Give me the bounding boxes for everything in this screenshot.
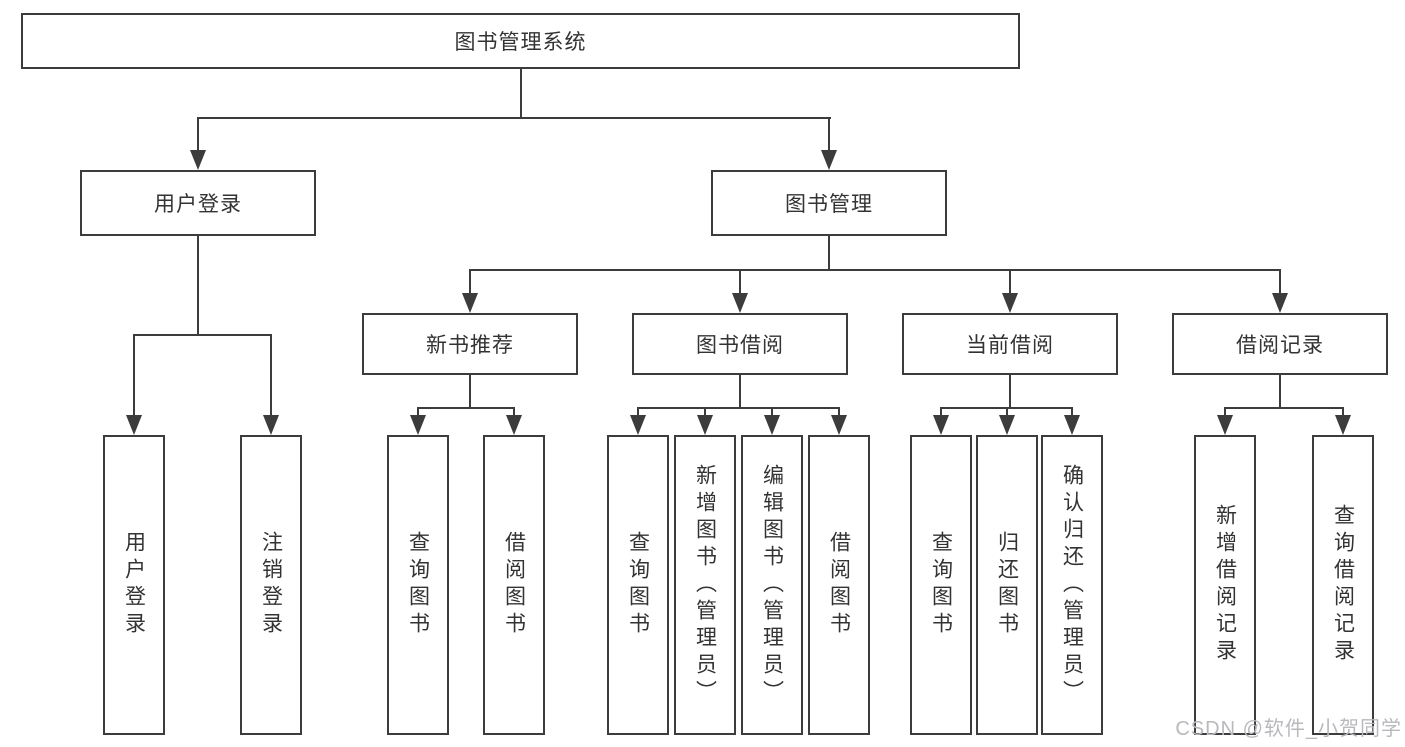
connector-line <box>1009 375 1011 409</box>
connector-line <box>1224 407 1344 409</box>
node-current-borrowing: 当前借阅 <box>902 313 1118 375</box>
connector-arrowhead <box>1002 293 1018 313</box>
leaf-search-books-borrowing: 查询图书 <box>607 435 669 735</box>
leaf-borrow-books-borrowing: 借阅图书 <box>808 435 870 735</box>
connector-arrowhead <box>732 293 748 313</box>
node-label: 图书管理系统 <box>454 31 587 54</box>
node-label: 借阅图书 <box>827 531 851 639</box>
connector-line <box>828 117 830 152</box>
connector-arrowhead <box>190 150 206 170</box>
connector-line <box>133 334 135 417</box>
connector-line <box>197 117 831 119</box>
connector-line <box>270 334 272 417</box>
connector-arrowhead <box>697 415 713 435</box>
leaf-search-books-recommend: 查询图书 <box>387 435 449 735</box>
node-user-login: 用户登录 <box>80 170 316 236</box>
node-label: 确认归还（管理员） <box>1060 463 1084 707</box>
node-borrowing-records: 借阅记录 <box>1172 313 1388 375</box>
connector-line <box>1342 407 1344 417</box>
leaf-edit-book-admin: 编辑图书（管理员） <box>741 435 803 735</box>
connector-line <box>1006 407 1008 417</box>
leaf-confirm-return-admin: 确认归还（管理员） <box>1041 435 1103 735</box>
connector-arrowhead <box>263 415 279 435</box>
connector-line <box>704 407 706 417</box>
node-label: 当前借阅 <box>966 334 1054 357</box>
node-label: 查询图书 <box>929 531 953 639</box>
leaf-user-login: 用户登录 <box>103 435 165 735</box>
connector-line <box>513 407 515 417</box>
node-label: 归还图书 <box>995 531 1019 639</box>
leaf-borrow-books-recommend: 借阅图书 <box>483 435 545 735</box>
connector-line <box>828 236 830 271</box>
connector-line <box>1279 375 1281 409</box>
connector-line <box>1071 407 1073 417</box>
connector-line <box>739 269 741 295</box>
node-library-management-system: 图书管理系统 <box>21 13 1020 69</box>
connector-line <box>417 407 515 409</box>
node-label: 图书管理 <box>785 193 873 216</box>
node-book-borrowing: 图书借阅 <box>632 313 848 375</box>
connector-arrowhead <box>764 415 780 435</box>
connector-line <box>520 69 522 119</box>
connector-line <box>469 269 471 295</box>
connector-line <box>739 375 741 409</box>
connector-arrowhead <box>630 415 646 435</box>
connector-arrowhead <box>506 415 522 435</box>
leaf-search-borrow-record: 查询借阅记录 <box>1312 435 1374 735</box>
connector-line <box>417 407 419 417</box>
leaf-logout: 注销登录 <box>240 435 302 735</box>
csdn-watermark: CSDN @软件_小贺同学 <box>1175 718 1402 740</box>
node-label: 借阅记录 <box>1236 334 1324 357</box>
connector-line <box>1224 407 1226 417</box>
connector-line <box>637 407 639 417</box>
connector-arrowhead <box>999 415 1015 435</box>
node-new-book-recommendation: 新书推荐 <box>362 313 578 375</box>
connector-arrowhead <box>462 293 478 313</box>
connector-arrowhead <box>1064 415 1080 435</box>
node-label: 编辑图书（管理员） <box>760 463 784 707</box>
node-label: 查询图书 <box>406 531 430 639</box>
leaf-add-book-admin: 新增图书（管理员） <box>674 435 736 735</box>
node-label: 新增借阅记录 <box>1213 504 1237 666</box>
connector-arrowhead <box>821 150 837 170</box>
connector-line <box>771 407 773 417</box>
connector-line <box>133 334 272 336</box>
connector-line <box>197 117 199 152</box>
node-label: 图书借阅 <box>696 334 784 357</box>
node-label: 新增图书（管理员） <box>693 463 717 707</box>
connector-line <box>1009 269 1011 295</box>
connector-line <box>637 407 840 409</box>
connector-arrowhead <box>933 415 949 435</box>
connector-arrowhead <box>410 415 426 435</box>
node-label: 查询图书 <box>626 531 650 639</box>
connector-arrowhead <box>1217 415 1233 435</box>
connector-arrowhead <box>831 415 847 435</box>
node-label: 新书推荐 <box>426 334 514 357</box>
connector-arrowhead <box>126 415 142 435</box>
connector-arrowhead <box>1335 415 1351 435</box>
node-label: 查询借阅记录 <box>1331 504 1355 666</box>
node-label: 注销登录 <box>259 531 283 639</box>
leaf-search-books-current: 查询图书 <box>910 435 972 735</box>
node-label: 用户登录 <box>122 531 146 639</box>
connector-line <box>469 269 1281 271</box>
connector-arrowhead <box>1272 293 1288 313</box>
node-label: 用户登录 <box>154 193 242 216</box>
leaf-add-borrow-record: 新增借阅记录 <box>1194 435 1256 735</box>
connector-line <box>197 236 199 334</box>
connector-line <box>838 407 840 417</box>
node-book-management: 图书管理 <box>711 170 947 236</box>
connector-line <box>469 375 471 409</box>
leaf-return-book: 归还图书 <box>976 435 1038 735</box>
node-label: 借阅图书 <box>502 531 526 639</box>
connector-line <box>1279 269 1281 295</box>
connector-line <box>940 407 942 417</box>
